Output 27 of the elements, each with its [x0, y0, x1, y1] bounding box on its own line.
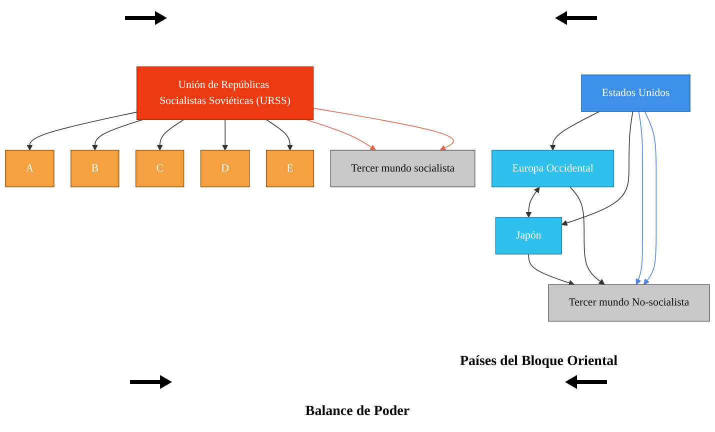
arrow: [92, 119, 143, 150]
arrow: [550, 111, 600, 150]
node-box: Japón: [495, 217, 562, 254]
group-label: Países del Bloque Oriental: [460, 354, 618, 370]
node-box: C: [136, 150, 184, 188]
arrow: [528, 254, 575, 286]
node-box: E: [266, 150, 314, 188]
arrow: [156, 119, 184, 150]
node-box: A: [5, 150, 54, 188]
arrow: [222, 119, 228, 150]
arrow: [312, 108, 454, 151]
node-box: Tercer mundo No-socialista: [548, 284, 710, 322]
arrow: [569, 186, 605, 285]
arrow: [636, 111, 643, 285]
node-box: Unión de Repúblicas Socialistas Soviéticas (URSS): [136, 66, 314, 120]
caption: Balance de Poder: [304, 404, 411, 420]
arrow: [306, 119, 376, 150]
node-box: Europa Occidental: [492, 150, 614, 188]
node-box: D: [200, 150, 250, 188]
node-box: Tercer mundo socialista: [330, 150, 476, 188]
arrow: [266, 119, 293, 150]
arrow: [26, 112, 138, 150]
arrow: [644, 111, 657, 285]
node-box: B: [70, 150, 120, 188]
arrow: [561, 111, 634, 226]
arrow: [526, 186, 540, 218]
node-box: Estados Unidos: [581, 74, 690, 112]
